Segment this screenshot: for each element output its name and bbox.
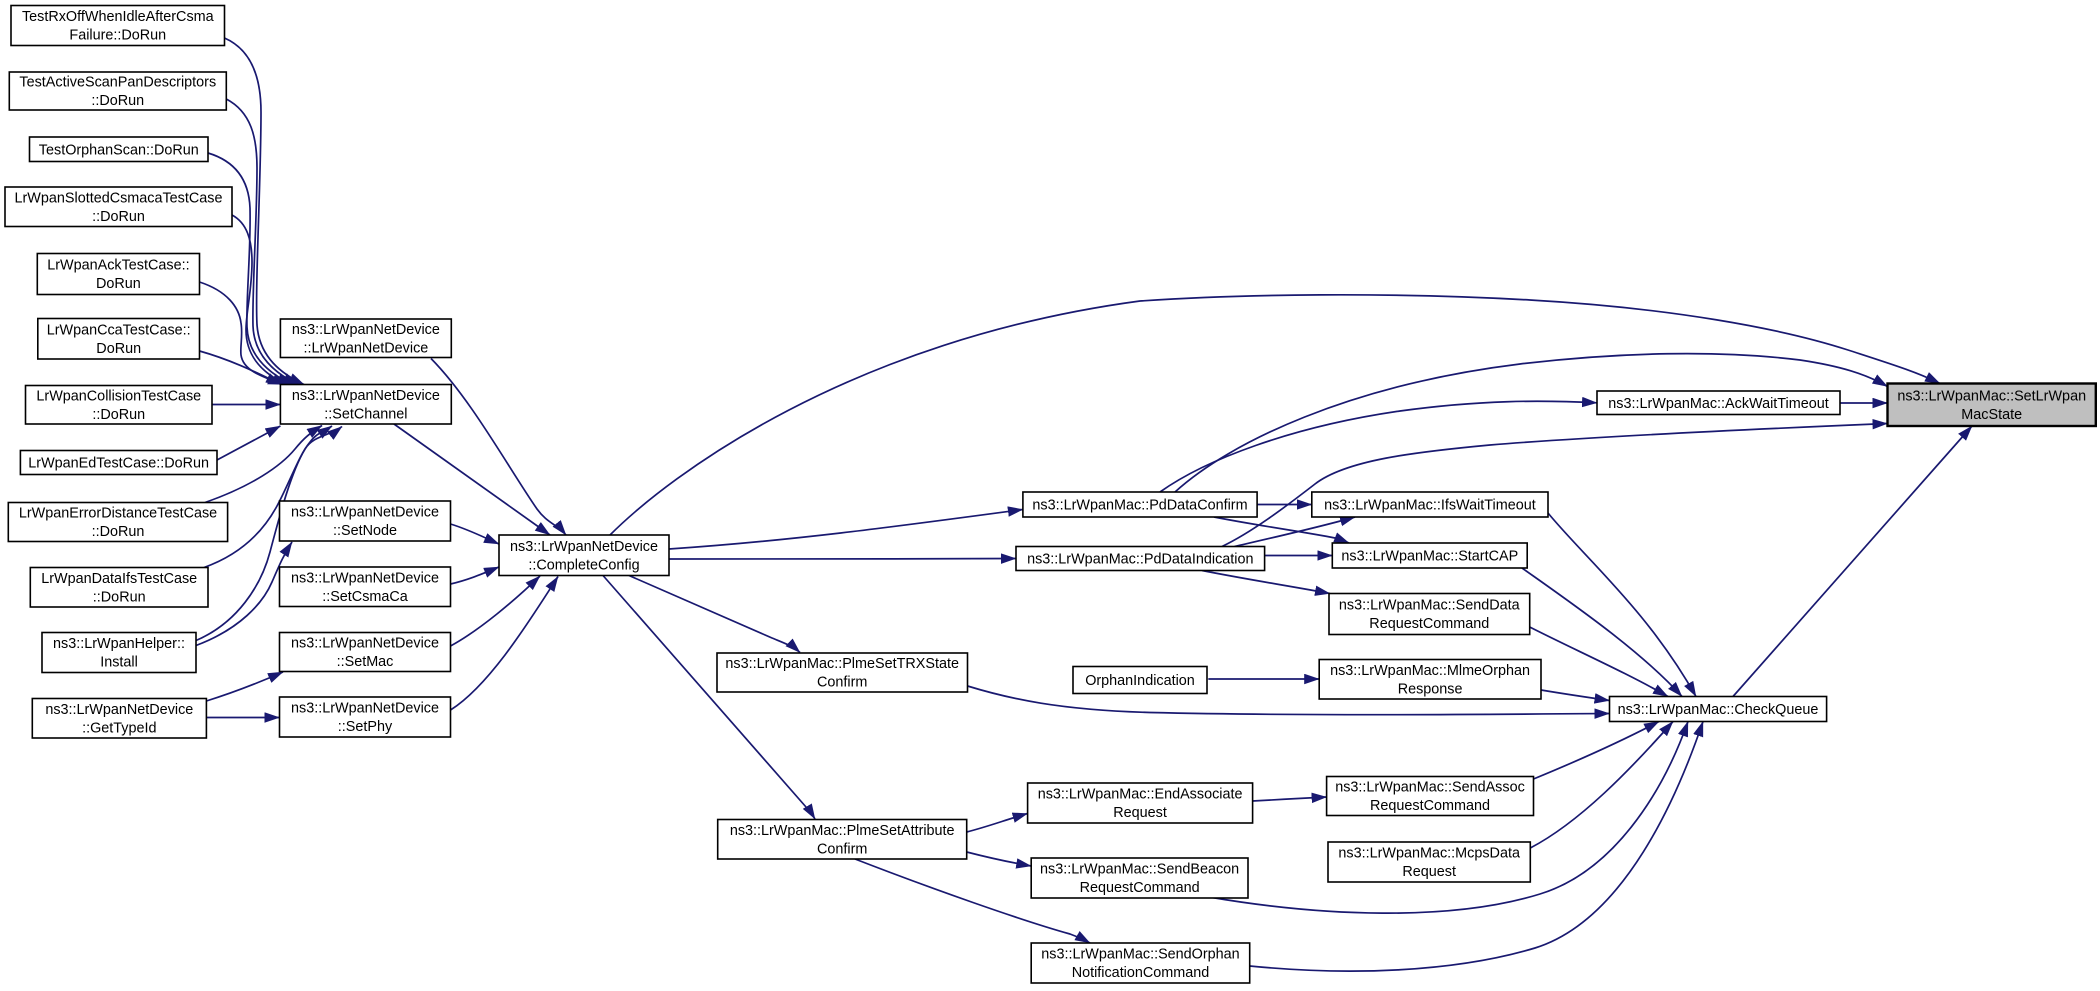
svg-text:DoRun: DoRun bbox=[96, 341, 141, 357]
svg-text:::SetPhy: ::SetPhy bbox=[338, 719, 393, 735]
svg-text:ns3::LrWpanNetDevice: ns3::LrWpanNetDevice bbox=[291, 701, 439, 717]
svg-text:::SetCsmaCa: ::SetCsmaCa bbox=[322, 589, 408, 605]
svg-text:LrWpanErrorDistanceTestCase: LrWpanErrorDistanceTestCase bbox=[19, 506, 217, 522]
svg-text:ns3::LrWpanNetDevice: ns3::LrWpanNetDevice bbox=[291, 636, 439, 652]
svg-text:NotificationCommand: NotificationCommand bbox=[1072, 965, 1210, 981]
svg-text:Confirm: Confirm bbox=[817, 841, 867, 857]
svg-text:::SetMac: ::SetMac bbox=[337, 654, 394, 670]
svg-text:::DoRun: ::DoRun bbox=[92, 524, 145, 540]
svg-text:::GetTypeId: ::GetTypeId bbox=[82, 720, 156, 736]
svg-text:LrWpanCollisionTestCase: LrWpanCollisionTestCase bbox=[36, 388, 201, 404]
svg-text:ns3::LrWpanMac::CheckQueue: ns3::LrWpanMac::CheckQueue bbox=[1618, 702, 1819, 718]
svg-text:ns3::LrWpanMac::SendBeacon: ns3::LrWpanMac::SendBeacon bbox=[1040, 862, 1239, 878]
svg-text:OrphanIndication: OrphanIndication bbox=[1085, 673, 1195, 689]
svg-text:ns3::LrWpanNetDevice: ns3::LrWpanNetDevice bbox=[291, 570, 439, 586]
svg-text:::SetChannel: ::SetChannel bbox=[324, 406, 407, 422]
svg-text:ns3::LrWpanNetDevice: ns3::LrWpanNetDevice bbox=[510, 539, 658, 555]
svg-text:LrWpanDataIfsTestCase: LrWpanDataIfsTestCase bbox=[41, 571, 197, 587]
svg-text:::DoRun: ::DoRun bbox=[91, 93, 144, 109]
svg-text:::SetNode: ::SetNode bbox=[333, 523, 397, 539]
svg-text:ns3::LrWpanMac::PlmeSetAttribu: ns3::LrWpanMac::PlmeSetAttribute bbox=[730, 823, 955, 839]
svg-text:ns3::LrWpanMac::PdDataConfirm: ns3::LrWpanMac::PdDataConfirm bbox=[1032, 498, 1247, 514]
svg-text:Response: Response bbox=[1398, 681, 1463, 697]
svg-text:ns3::LrWpanNetDevice: ns3::LrWpanNetDevice bbox=[291, 505, 439, 521]
svg-text:::CompleteConfig: ::CompleteConfig bbox=[528, 557, 639, 573]
svg-text:LrWpanEdTestCase::DoRun: LrWpanEdTestCase::DoRun bbox=[28, 456, 209, 472]
svg-text:ns3::LrWpanMac::StartCAP: ns3::LrWpanMac::StartCAP bbox=[1341, 549, 1518, 565]
svg-text:ns3::LrWpanMac::SetLrWpan: ns3::LrWpanMac::SetLrWpan bbox=[1897, 388, 2086, 404]
svg-text:LrWpanSlottedCsmacaTestCase: LrWpanSlottedCsmacaTestCase bbox=[15, 190, 223, 206]
svg-text:ns3::LrWpanMac::PlmeSetTRXStat: ns3::LrWpanMac::PlmeSetTRXState bbox=[725, 656, 959, 672]
svg-text:ns3::LrWpanNetDevice: ns3::LrWpanNetDevice bbox=[292, 388, 440, 404]
svg-text:::DoRun: ::DoRun bbox=[93, 589, 146, 605]
svg-text:DoRun: DoRun bbox=[96, 276, 141, 292]
svg-text:Confirm: Confirm bbox=[817, 675, 867, 691]
svg-text:::DoRun: ::DoRun bbox=[92, 407, 145, 423]
svg-text:ns3::LrWpanMac::SendAssoc: ns3::LrWpanMac::SendAssoc bbox=[1335, 780, 1525, 796]
svg-text:ns3::LrWpanMac::McpsData: ns3::LrWpanMac::McpsData bbox=[1338, 846, 1520, 862]
svg-text:ns3::LrWpanMac::MlmeOrphan: ns3::LrWpanMac::MlmeOrphan bbox=[1330, 663, 1530, 679]
svg-text:ns3::LrWpanMac::AckWaitTimeout: ns3::LrWpanMac::AckWaitTimeout bbox=[1608, 396, 1828, 412]
svg-text:ns3::LrWpanMac::SendOrphan: ns3::LrWpanMac::SendOrphan bbox=[1041, 947, 1239, 963]
svg-text:Request: Request bbox=[1402, 864, 1456, 880]
svg-text:TestActiveScanPanDescriptors: TestActiveScanPanDescriptors bbox=[19, 75, 216, 91]
svg-text:::LrWpanNetDevice: ::LrWpanNetDevice bbox=[304, 340, 429, 356]
svg-text:Request: Request bbox=[1113, 805, 1167, 821]
svg-text:ns3::LrWpanMac::PdDataIndicati: ns3::LrWpanMac::PdDataIndication bbox=[1027, 552, 1253, 568]
svg-text:ns3::LrWpanNetDevice: ns3::LrWpanNetDevice bbox=[292, 322, 440, 338]
svg-text:::DoRun: ::DoRun bbox=[92, 209, 145, 225]
svg-text:Failure::DoRun: Failure::DoRun bbox=[69, 28, 166, 44]
svg-text:TestOrphanScan::DoRun: TestOrphanScan::DoRun bbox=[39, 142, 199, 158]
svg-text:LrWpanCcaTestCase::: LrWpanCcaTestCase:: bbox=[47, 322, 191, 338]
svg-text:Install: Install bbox=[100, 655, 138, 671]
svg-text:ns3::LrWpanMac::SendData: ns3::LrWpanMac::SendData bbox=[1339, 598, 1520, 614]
svg-text:RequestCommand: RequestCommand bbox=[1370, 798, 1490, 814]
svg-text:MacState: MacState bbox=[1961, 407, 2022, 423]
svg-text:ns3::LrWpanNetDevice: ns3::LrWpanNetDevice bbox=[45, 702, 193, 718]
svg-text:ns3::LrWpanMac::IfsWaitTimeout: ns3::LrWpanMac::IfsWaitTimeout bbox=[1324, 498, 1536, 514]
svg-text:RequestCommand: RequestCommand bbox=[1369, 616, 1489, 632]
svg-text:LrWpanAckTestCase::: LrWpanAckTestCase:: bbox=[47, 258, 189, 274]
svg-text:TestRxOffWhenIdleAfterCsma: TestRxOffWhenIdleAfterCsma bbox=[22, 9, 214, 25]
svg-text:ns3::LrWpanHelper::: ns3::LrWpanHelper:: bbox=[53, 636, 185, 652]
svg-text:ns3::LrWpanMac::EndAssociate: ns3::LrWpanMac::EndAssociate bbox=[1038, 787, 1243, 803]
svg-text:RequestCommand: RequestCommand bbox=[1080, 880, 1200, 896]
